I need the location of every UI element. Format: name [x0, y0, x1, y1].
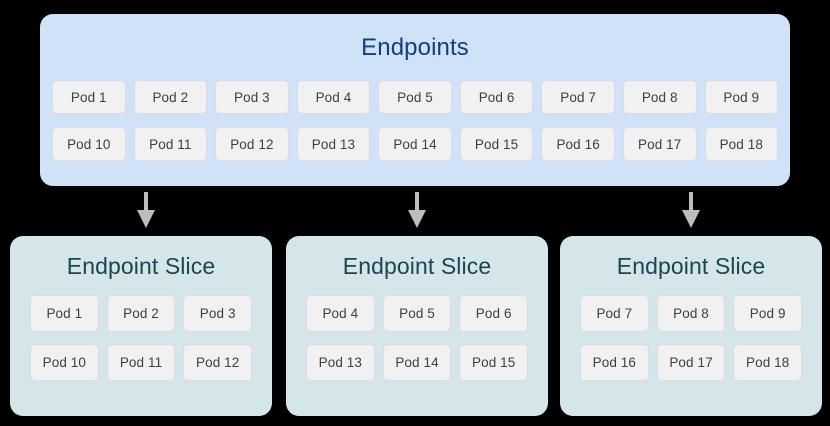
endpoint-slice-pod-grid: Pod 4 Pod 5 Pod 6 Pod 13 Pod 14 Pod 15	[306, 295, 529, 381]
pod-chip[interactable]: Pod 2	[106, 295, 176, 332]
pod-chip[interactable]: Pod 18	[704, 127, 779, 161]
arrow-down-icon-2	[404, 192, 430, 228]
pod-chip[interactable]: Pod 11	[106, 344, 176, 381]
pod-chip[interactable]: Pod 13	[306, 344, 375, 381]
slice-pod-row-2: Pod 13 Pod 14 Pod 15	[306, 344, 529, 381]
endpoint-slice-box-3: Endpoint Slice Pod 7 Pod 8 Pod 9 Pod 16 …	[560, 236, 822, 416]
pod-chip[interactable]: Pod 4	[306, 295, 375, 332]
pod-chip[interactable]: Pod 4	[296, 80, 371, 114]
slice-pod-row-2: Pod 10 Pod 11 Pod 12	[30, 344, 253, 381]
arrow-down-icon-3	[678, 192, 704, 228]
pod-chip[interactable]: Pod 5	[378, 80, 452, 114]
endpoint-slice-title: Endpoint Slice	[66, 253, 216, 279]
pod-chip[interactable]: Pod 12	[183, 344, 253, 381]
pod-chip[interactable]: Pod 1	[52, 80, 126, 114]
pod-chip[interactable]: Pod 3	[183, 295, 253, 332]
pod-chip[interactable]: Pod 7	[541, 80, 615, 114]
endpoint-slice-box-1: Endpoint Slice Pod 1 Pod 2 Pod 3 Pod 10 …	[10, 236, 272, 416]
pod-chip[interactable]: Pod 10	[30, 344, 99, 381]
endpoints-pod-row-1: Pod 1 Pod 2 Pod 3 Pod 4 Pod 5 Pod 6 Pod …	[52, 80, 779, 114]
pod-chip[interactable]: Pod 16	[580, 344, 649, 381]
endpoints-title: Endpoints	[361, 34, 469, 61]
endpoint-slice-box-2: Endpoint Slice Pod 4 Pod 5 Pod 6 Pod 13 …	[286, 236, 548, 416]
slice-pod-row-1: Pod 7 Pod 8 Pod 9	[580, 295, 803, 332]
endpoints-box: Endpoints Pod 1 Pod 2 Pod 3 Pod 4 Pod 5 …	[40, 14, 790, 186]
pod-chip[interactable]: Pod 14	[378, 127, 452, 161]
pod-chip[interactable]: Pod 7	[580, 295, 649, 332]
pod-chip[interactable]: Pod 5	[382, 295, 452, 332]
pod-chip[interactable]: Pod 18	[733, 344, 803, 381]
pod-chip[interactable]: Pod 2	[133, 80, 208, 114]
pod-chip[interactable]: Pod 9	[704, 80, 779, 114]
endpoint-slice-title: Endpoint Slice	[342, 253, 492, 279]
endpoint-slice-pod-grid: Pod 1 Pod 2 Pod 3 Pod 10 Pod 11 Pod 12	[30, 295, 253, 381]
pod-chip[interactable]: Pod 17	[656, 344, 726, 381]
pod-chip[interactable]: Pod 8	[622, 80, 697, 114]
endpoints-pod-grid: Pod 1 Pod 2 Pod 3 Pod 4 Pod 5 Pod 6 Pod …	[52, 80, 779, 161]
pod-chip[interactable]: Pod 6	[459, 80, 534, 114]
endpoints-pod-row-2: Pod 10 Pod 11 Pod 12 Pod 13 Pod 14 Pod 1…	[52, 127, 779, 161]
arrow-down-icon-1	[133, 192, 159, 228]
endpoint-slice-pod-grid: Pod 7 Pod 8 Pod 9 Pod 16 Pod 17 Pod 18	[580, 295, 803, 381]
pod-chip[interactable]: Pod 15	[459, 344, 529, 381]
slice-pod-row-1: Pod 4 Pod 5 Pod 6	[306, 295, 529, 332]
pod-chip[interactable]: Pod 12	[215, 127, 289, 161]
pod-chip[interactable]: Pod 13	[296, 127, 371, 161]
pod-chip[interactable]: Pod 6	[459, 295, 529, 332]
pod-chip[interactable]: Pod 8	[656, 295, 726, 332]
pod-chip[interactable]: Pod 14	[382, 344, 452, 381]
pod-chip[interactable]: Pod 9	[733, 295, 803, 332]
endpoint-slice-title: Endpoint Slice	[616, 253, 766, 279]
pod-chip[interactable]: Pod 15	[459, 127, 534, 161]
pod-chip[interactable]: Pod 10	[52, 127, 126, 161]
pod-chip[interactable]: Pod 1	[30, 295, 99, 332]
slice-pod-row-1: Pod 1 Pod 2 Pod 3	[30, 295, 253, 332]
pod-chip[interactable]: Pod 17	[622, 127, 697, 161]
slice-pod-row-2: Pod 16 Pod 17 Pod 18	[580, 344, 803, 381]
pod-chip[interactable]: Pod 3	[215, 80, 289, 114]
pod-chip[interactable]: Pod 11	[133, 127, 208, 161]
pod-chip[interactable]: Pod 16	[541, 127, 615, 161]
